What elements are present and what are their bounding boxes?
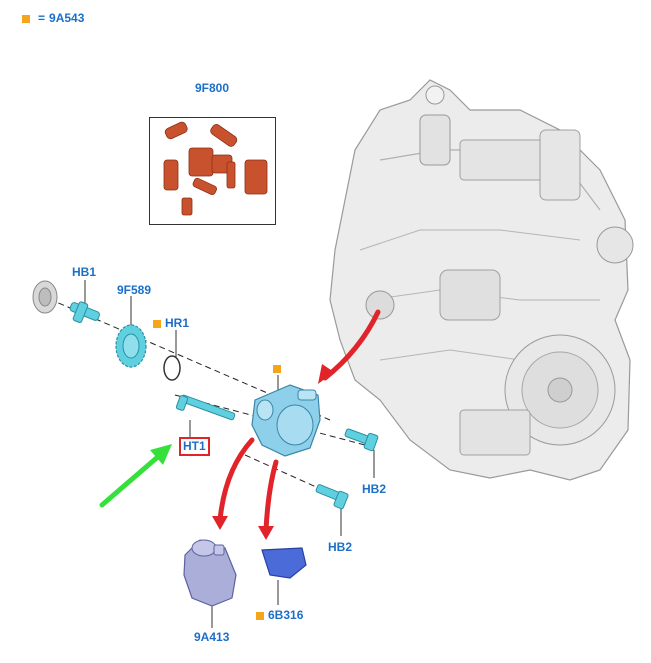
label-bolt-hb1: HB1 — [72, 265, 97, 279]
legend-marker-square — [22, 14, 30, 23]
part-6b316 — [261, 547, 307, 579]
bolt-hb1 — [32, 280, 101, 324]
label-oring: HR1 — [153, 316, 189, 330]
bolt-hb2-bottom — [315, 484, 349, 510]
label-bolt-hb2-bottom: HB2 — [328, 540, 353, 554]
seal-kit-parts — [163, 121, 268, 216]
marker-pump — [273, 361, 285, 375]
label-stud-highlighted: HT1 — [179, 437, 210, 456]
stud-ht1 — [175, 394, 236, 421]
leader-lines — [84, 280, 375, 628]
engine-illustration — [329, 79, 634, 481]
label-kit: 9F800 — [195, 81, 230, 95]
label-6b316-text: 6B316 — [268, 608, 304, 622]
legend-equals: = — [38, 11, 46, 25]
label-oring-text: HR1 — [165, 316, 190, 330]
marker-square — [256, 611, 264, 620]
marker-square — [153, 319, 161, 328]
label-6b316: 6B316 — [256, 608, 303, 622]
label-gear: 9F589 — [117, 283, 152, 297]
vacuum-pump — [251, 384, 321, 457]
bolt-hb2-right — [344, 428, 379, 452]
label-bolt-hb2-right: HB2 — [362, 482, 387, 496]
legend: =9A543 — [22, 11, 84, 25]
legend-code: 9A543 — [49, 11, 85, 25]
oring-hr1 — [163, 355, 181, 381]
green-arrow — [99, 444, 172, 508]
part-9a413 — [183, 539, 237, 607]
red-arrowheads — [212, 364, 334, 540]
gear-9f589 — [115, 324, 147, 368]
marker-square — [273, 364, 281, 373]
label-9a413: 9A413 — [194, 630, 230, 644]
